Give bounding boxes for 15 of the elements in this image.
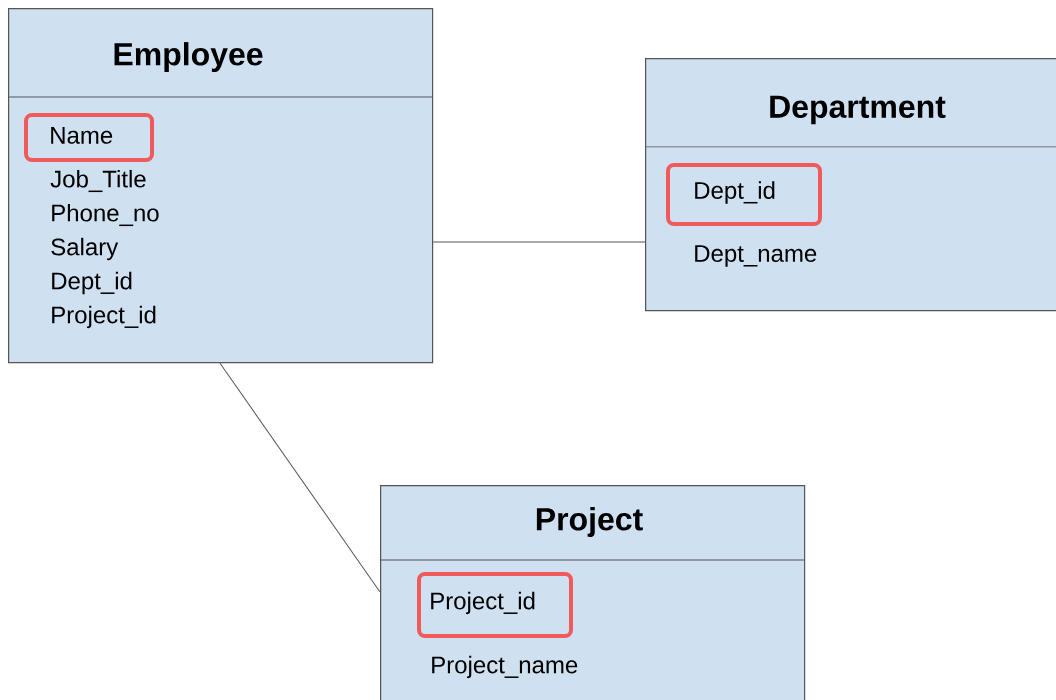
attribute-text: Phone_no: [52, 203, 159, 227]
attribute-text: Project_id: [52, 305, 156, 329]
key-attribute-box: Name: [24, 113, 154, 162]
connector-line: [432, 241, 646, 243]
attribute-text: Salary: [51, 237, 119, 261]
entity-title: Department: [770, 95, 946, 125]
attribute-text: Project_name: [432, 655, 578, 679]
key-attribute-box: Dept_id: [666, 163, 822, 226]
attribute-text: Job_Title: [50, 169, 146, 193]
entity-title: Project: [536, 507, 643, 537]
connector-line: [219, 362, 381, 593]
attribute-text: Dept_id: [52, 271, 132, 295]
entity-title: Employee: [114, 42, 263, 72]
key-attribute-box: Project_id: [417, 572, 573, 638]
attribute-text: Dept_name: [695, 245, 817, 267]
